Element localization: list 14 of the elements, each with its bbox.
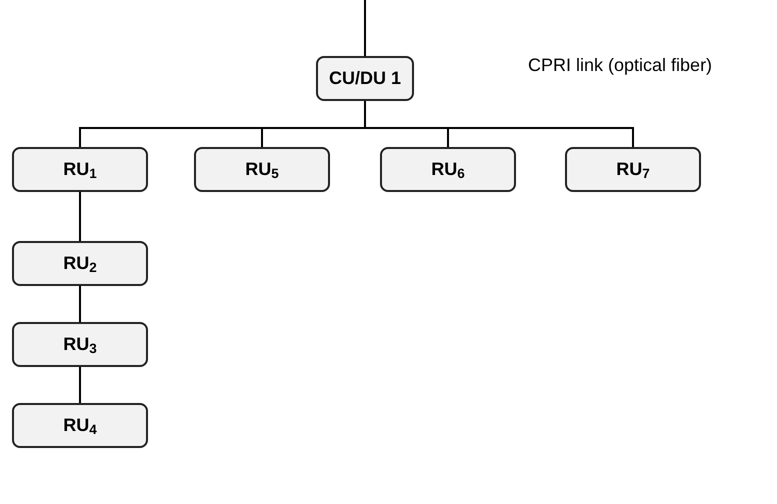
unit-box: CU/DU 1 — [316, 56, 414, 101]
unit-box: RU$_{4}$ — [12, 403, 148, 448]
unit-box: RU$_{5}$ — [194, 147, 330, 192]
connector-line — [79, 286, 81, 322]
connector-line — [79, 367, 81, 403]
unit-box: RU$_{3}$ — [12, 322, 148, 367]
connector-line — [364, 0, 366, 56]
unit-box: RU$_{6}$ — [380, 147, 516, 192]
unit-box: RU$_{1}$ — [12, 147, 148, 192]
connector-line — [79, 192, 81, 241]
unit-box: RU$_{7}$ — [565, 147, 701, 192]
link-label: CPRI link (optical fiber) — [528, 54, 712, 77]
connector-line — [364, 101, 634, 147]
unit-box: RU$_{2}$ — [12, 241, 148, 286]
